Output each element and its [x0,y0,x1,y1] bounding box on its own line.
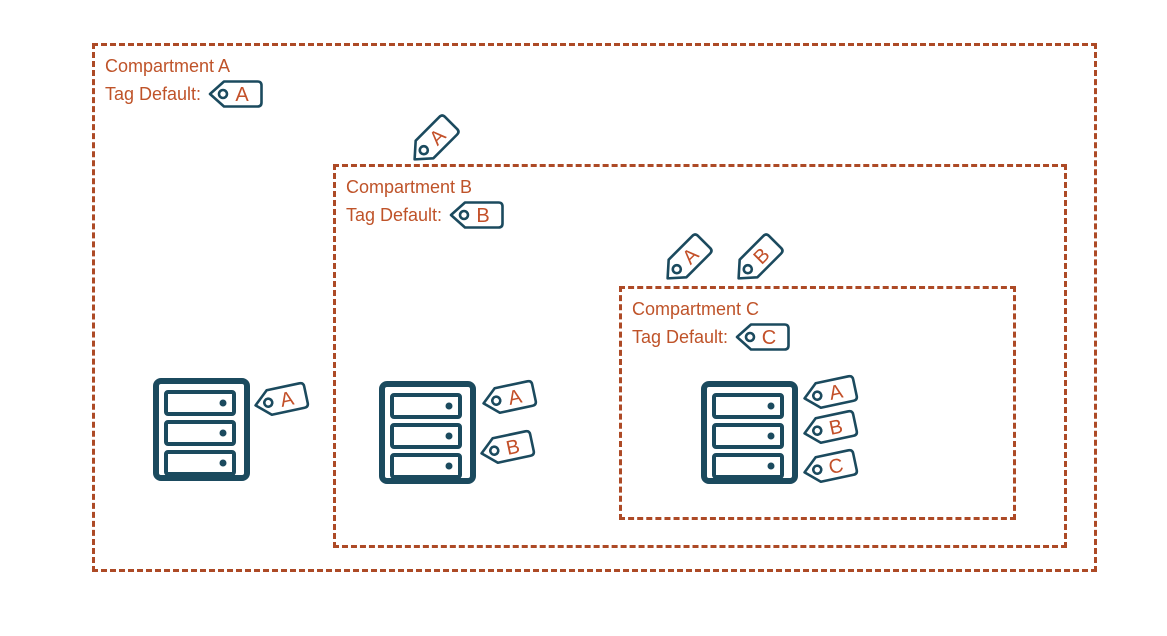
compartment-a-box: Compartment A Tag Default: A [92,43,1097,572]
compartment-b-box: A Compartment B Tag Default: B [333,114,1067,548]
svg-text:A: A [235,84,249,106]
svg-text:C: C [827,454,846,479]
svg-text:B: B [476,205,489,227]
tag-icon-server-c-tag-b: B [799,408,860,449]
svg-text:B: B [827,416,845,440]
tag-icon-border-c-tag-b: B [727,230,788,291]
compartment-a-label: Compartment A Tag Default: A [105,53,264,109]
compartment-b-title: Compartment B [346,177,473,197]
svg-text:A: A [278,387,296,411]
tag-icon-server-c-tag-c: C [799,447,860,488]
tag-icon-server-b-tag-b: B [476,428,537,469]
server-icon-compartment-a [153,378,250,481]
tag-icon-border-b-tag-a: A [403,111,464,172]
compartment-c-tag-default-label: Tag Default: [632,327,729,347]
tag-icon-default-b: B [449,200,505,230]
compartment-c-title: Compartment C [632,299,760,319]
tag-icon-default-c: C [735,322,791,352]
svg-text:B: B [504,436,522,460]
compartment-b-label: Compartment B Tag Default: B [346,174,505,230]
svg-text:A: A [506,385,524,409]
tag-icon-border-c-tag-a: A [656,230,717,291]
svg-text:A: A [827,380,845,404]
tag-icon-server-a-tag-a: A [250,380,311,421]
tag-icon-server-c-tag-a: A [799,373,860,414]
compartment-c-label: Compartment C Tag Default: C [632,296,791,352]
compartment-b-tag-default-label: Tag Default: [346,205,443,225]
compartment-a-title: Compartment A [105,56,231,76]
server-icon-compartment-c [701,381,798,484]
compartment-c-box: A B Compartment C Tag Default: [619,233,1016,520]
compartment-a-tag-default-label: Tag Default: [105,84,202,104]
svg-text:C: C [762,327,776,349]
tag-icon-default-a: A [208,79,264,109]
tag-icon-server-b-tag-a: A [478,378,539,419]
server-icon-compartment-b [379,381,476,484]
